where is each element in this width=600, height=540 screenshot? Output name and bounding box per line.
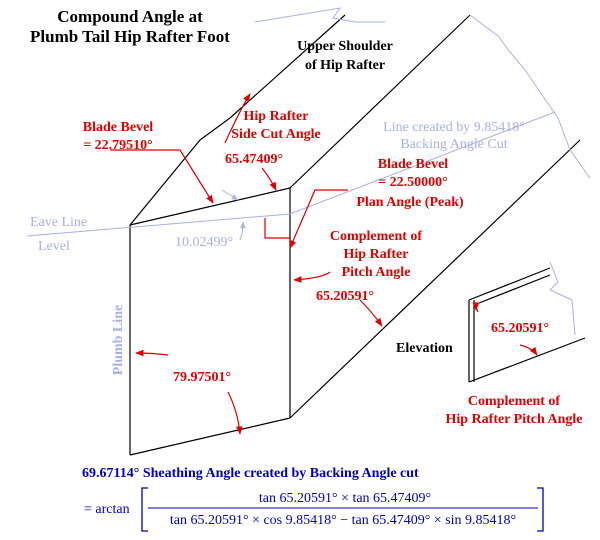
blade-bevel-2-leader xyxy=(289,189,348,249)
elevation-inner-top xyxy=(473,274,551,306)
elevation-top-edge xyxy=(468,267,551,301)
formula-left-bracket xyxy=(141,487,148,532)
elevation-break-line xyxy=(549,261,576,336)
hip-side-cut-line-2: Side Cut Angle xyxy=(231,127,320,142)
formula-prefix: = arctan xyxy=(84,502,130,517)
backing-cut-line xyxy=(289,111,556,215)
backing-angle-arc xyxy=(221,189,239,201)
side-cut-arc-left xyxy=(224,93,251,144)
hip-side-cut-line-1: Hip Rafter xyxy=(244,109,309,124)
plan-angle-label: Plan Angle (Peak) xyxy=(356,195,464,210)
plumb-angle-value: 79.97501° xyxy=(173,370,231,385)
upper-shoulder-line-2: of Hip Rafter xyxy=(305,58,385,73)
backing-line-line-1: Line created by 9.85418° xyxy=(383,120,525,135)
blade-bevel-2-line-1: Blade Bevel xyxy=(378,157,448,172)
top-face-left-mid xyxy=(199,117,231,141)
elevation-bottom-edge xyxy=(468,337,586,383)
backing-line-line-2: Backing Angle Cut xyxy=(400,137,507,152)
elevation-arc-upper xyxy=(472,302,480,313)
complement-arc-upper xyxy=(293,271,331,283)
blade-bevel-2-line-2: = 22.50000° xyxy=(378,175,448,190)
elevation-label: Elevation xyxy=(396,341,453,356)
elevation-caption-line-2: Hip Rafter Pitch Angle xyxy=(445,412,582,427)
diagram-title-line-2: Plumb Tail Hip Rafter Foot xyxy=(30,27,230,46)
side-cut-arc-right xyxy=(261,167,277,191)
complement-line-1: Complement of xyxy=(330,229,422,244)
reference-lines xyxy=(26,7,591,237)
right-angle-marker xyxy=(264,218,290,239)
side-cut-value: 65.47409° xyxy=(225,152,283,167)
bottom-long-edge xyxy=(289,139,581,419)
eave-level-line xyxy=(26,213,291,237)
level-label: Level xyxy=(38,239,70,254)
elevation-arc-lower xyxy=(519,344,538,356)
plumb-angle-arc-upper xyxy=(135,349,169,357)
complement-arc-lower xyxy=(359,299,383,327)
annotation-arrows xyxy=(110,93,538,435)
complement-line-3: Pitch Angle xyxy=(342,265,411,280)
plumb-angle-arc-lower xyxy=(227,391,243,435)
elevation-figure xyxy=(468,267,586,383)
eave-angle-value: 10.02499° xyxy=(175,235,233,250)
complement-value: 65.20591° xyxy=(316,289,374,304)
plumb-line-label: Plumb Line xyxy=(111,305,126,375)
eave-line-label: Eave Line xyxy=(30,215,87,230)
eave-angle-arc xyxy=(239,221,246,241)
top-face-right-edge xyxy=(289,14,471,189)
diagram-title-line-1: Compound Angle at xyxy=(57,7,203,26)
elevation-angle-value: 65.20591° xyxy=(491,321,549,336)
formula-numerator: tan 65.20591° × tan 65.47409° xyxy=(259,491,431,506)
formula-denominator: tan 65.20591° × cos 9.85418° − tan 65.47… xyxy=(170,513,516,528)
complement-line-2: Hip Rafter xyxy=(344,247,409,262)
bottom-edge xyxy=(129,417,291,456)
blade-bevel-1-line-2: = 22.79510° xyxy=(83,138,153,153)
sheathing-angle-caption: 69.67114° Sheathing Angle created by Bac… xyxy=(82,466,419,481)
blade-bevel-1-line-1: Blade Bevel xyxy=(83,120,153,135)
formula-right-bracket xyxy=(537,487,544,532)
top-cut-edge xyxy=(129,187,291,226)
top-break-line xyxy=(254,7,385,23)
upper-shoulder-line-1: Upper Shoulder xyxy=(297,39,393,54)
blade-bevel-1-leader xyxy=(110,149,214,204)
top-face-left-lower xyxy=(129,139,201,226)
right-break-line xyxy=(469,14,591,179)
elevation-caption-line-1: Complement of xyxy=(468,394,560,409)
